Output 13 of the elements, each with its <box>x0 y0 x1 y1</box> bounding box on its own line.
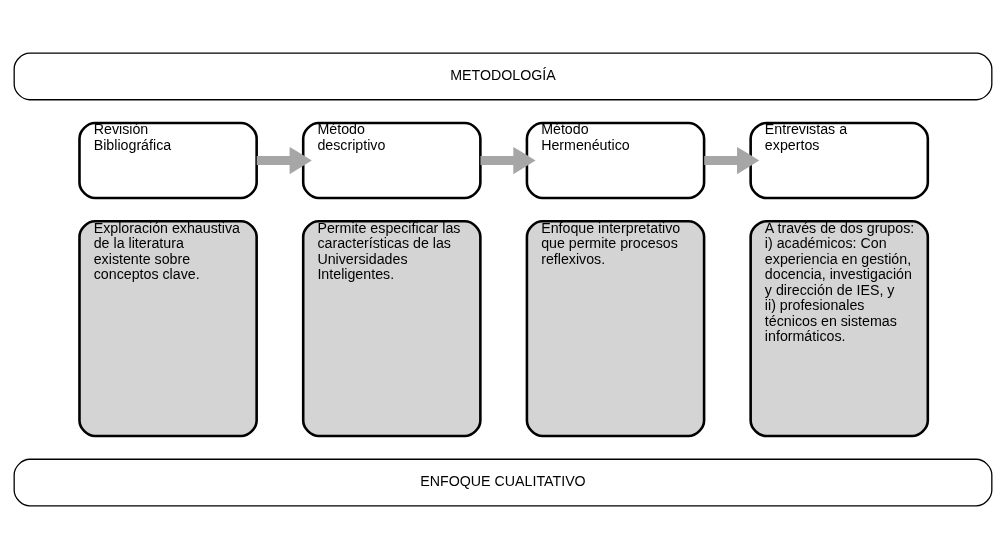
node-box: Método Hermenéutico <box>525 121 705 200</box>
arrow <box>703 146 759 175</box>
node-box: Entrevistas a expertos <box>748 121 929 200</box>
node-box: Método descriptivo <box>301 121 482 200</box>
node-box: A través de dos grupos: i) académicos: Con experiencia en gestión, docencia, investigación y dirección de IES, y ii) profesionales técnicos en sistemas informáticos. <box>748 220 929 438</box>
arrow <box>480 146 536 175</box>
node-box: METODOLOGÍA <box>13 52 992 101</box>
node-box: Permite especificar las características de las Universidades Inteligentes. <box>301 220 482 438</box>
node-box: Revisión Bibliográfica <box>77 121 258 200</box>
node-box: Enfoque interpretativo que permite procesos reflexivos. <box>525 220 705 438</box>
node-box: Exploración exhaustiva de la literatura existente sobre conceptos clave. <box>77 220 258 438</box>
arrow <box>256 146 312 175</box>
node-box: ENFOQUE CUALITATIVO <box>13 458 992 507</box>
